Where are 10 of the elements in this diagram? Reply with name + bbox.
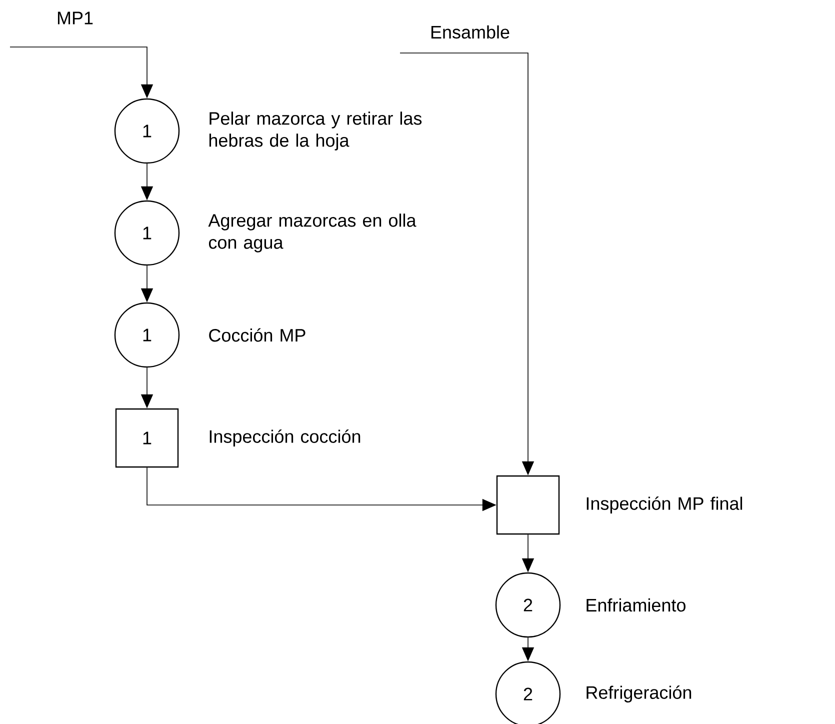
step-description: Refrigeración bbox=[586, 686, 692, 702]
step-description: Enfriamiento bbox=[586, 598, 686, 612]
step-description: Inspección MP final bbox=[586, 496, 742, 514]
input-label: MP1 bbox=[56, 10, 94, 26]
step-description: Agregar mazorcas en olla con agua bbox=[208, 214, 416, 252]
step-description: Pelar mazorca y retirar las hebras de la hoja bbox=[209, 112, 422, 150]
input-label: Ensamble bbox=[428, 24, 512, 40]
step-description: Inspección cocción bbox=[210, 430, 360, 446]
inspection-square: 1 bbox=[115, 408, 179, 468]
step-description: Cocción MP bbox=[209, 328, 306, 342]
